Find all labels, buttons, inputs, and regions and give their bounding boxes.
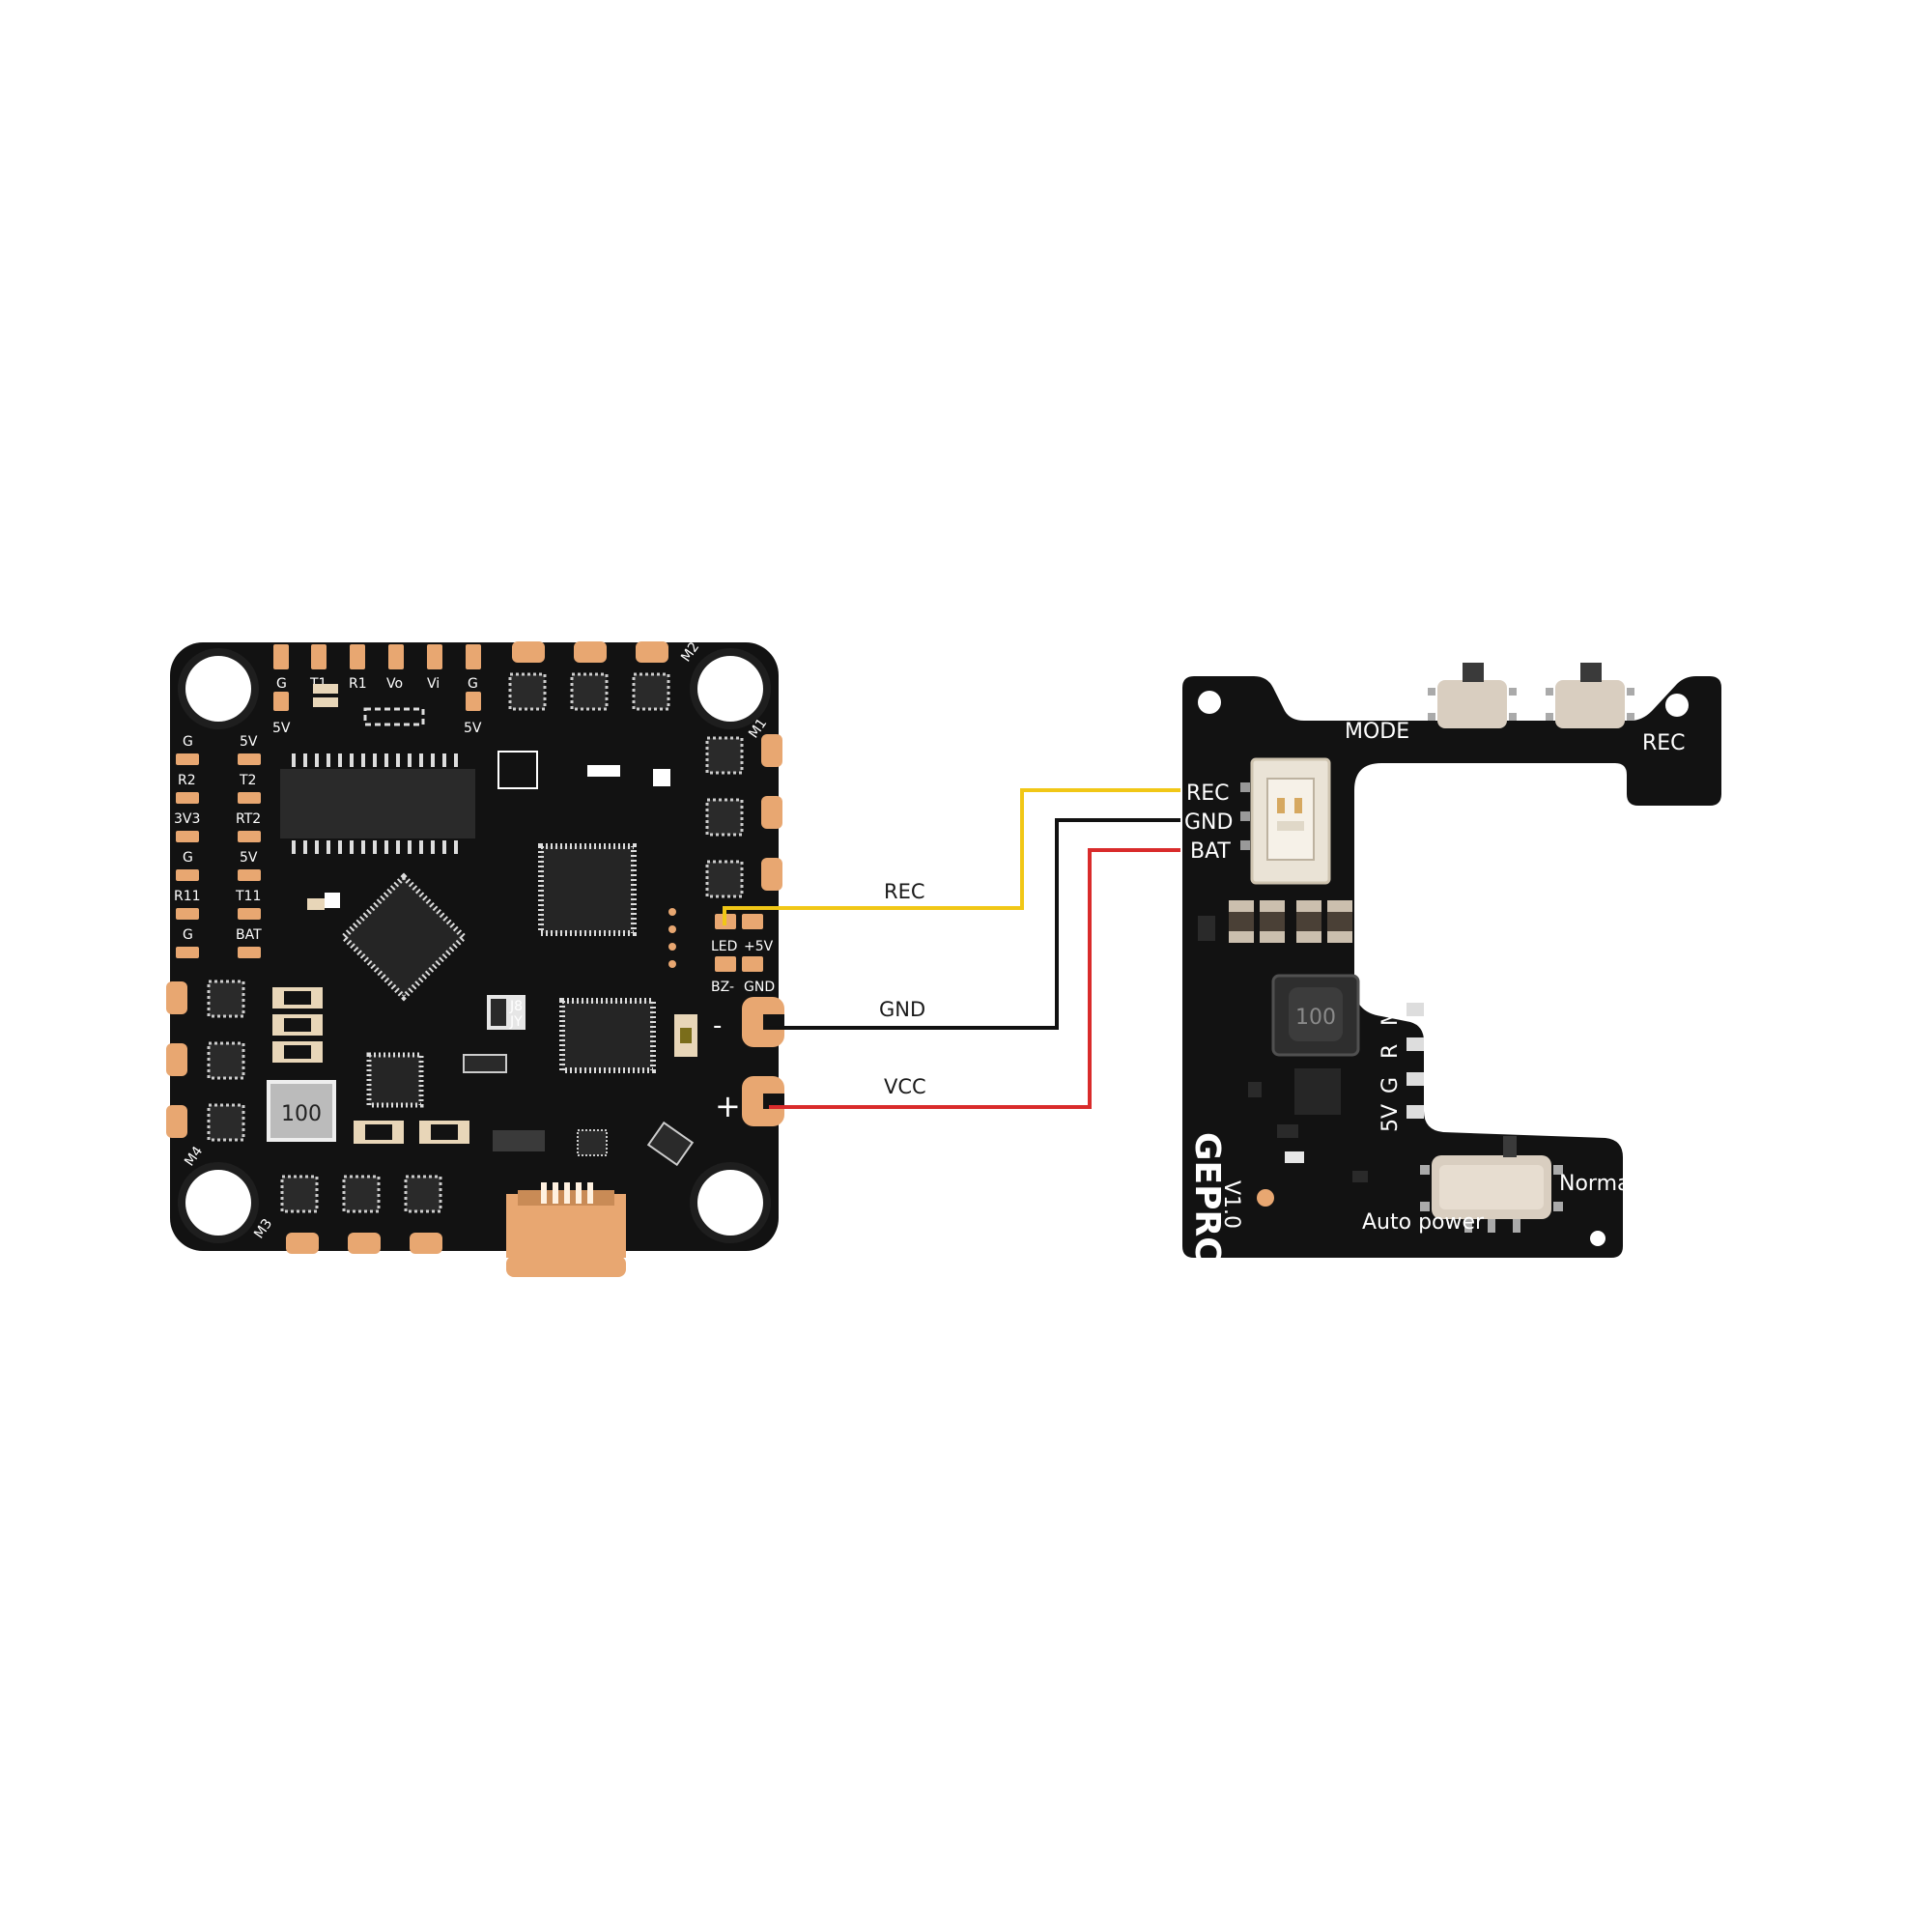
top-pads [273, 644, 481, 711]
mounting-holes [178, 648, 771, 1243]
pad-label-vi: Vi [427, 676, 440, 692]
output-pads [1406, 1003, 1424, 1119]
flight-controller-board: G T1 R1 Vo Vi G 5V 5V M1 M2 M3 [166, 639, 784, 1277]
switch-label-normal: Normal [1559, 1172, 1636, 1196]
fc-inductor-label: 100 [281, 1102, 322, 1126]
pin-label-r: R [1378, 1044, 1403, 1059]
conn-label-rec: REC [1186, 781, 1230, 806]
pin-label-m: M [1378, 1008, 1403, 1026]
switch-label-auto-power: Auto power [1362, 1210, 1485, 1235]
conn-label-bz: BZ- [711, 980, 734, 995]
right-label-5v1: 5V [240, 734, 258, 750]
left-label-r2: R2 [178, 773, 196, 788]
power-icon [1364, 690, 1387, 715]
wire-label-vcc: VCC [884, 1075, 926, 1098]
pad-label-r1: R1 [349, 676, 367, 692]
left-label-r11: R11 [174, 889, 201, 904]
left-label-3v3: 3V3 [174, 811, 200, 827]
pad-label-vo: Vo [386, 676, 403, 692]
conn-label-gnd: GND [1184, 810, 1233, 835]
wire-vcc [769, 848, 1180, 1109]
right-label-t11: T11 [235, 889, 261, 904]
capacitors [1198, 900, 1352, 943]
camera-control-board: MODE REC REC GND BAT 100 [1182, 663, 1721, 1263]
rec-button-label: REC [1642, 731, 1686, 755]
right-label-t2: T2 [239, 773, 256, 788]
pin-label-5v: 5V [1378, 1104, 1403, 1132]
board-inductor-label: 100 [1295, 1006, 1336, 1030]
pin-label-g: G [1378, 1077, 1403, 1094]
right-label-bat: BAT [236, 927, 262, 943]
plus-label: + [715, 1088, 741, 1124]
pad-label-5v-right: 5V [464, 721, 482, 736]
minus-label: - [713, 1011, 722, 1040]
wire-gnd [769, 818, 1180, 1030]
mode-label: MODE [1345, 720, 1409, 744]
wire-label-gnd: GND [879, 998, 925, 1021]
left-label-g3: G [183, 927, 193, 943]
wire-label-rec: REC [884, 880, 925, 903]
pad-label-g2: G [468, 676, 478, 692]
right-label-rt2: RT2 [236, 811, 261, 827]
wire-rec [723, 788, 1180, 925]
conn-label-led: LED [711, 939, 737, 954]
pad-label-g1: G [276, 676, 287, 692]
conn-label-5v: +5V [744, 939, 774, 954]
wires: REC GND VCC [723, 788, 1180, 1109]
chip-mark-jy: JY [509, 1014, 523, 1030]
brand-logo: GEPRC [1187, 1132, 1227, 1263]
motor-pads [166, 641, 782, 1254]
conn-label-bat: BAT [1190, 839, 1231, 864]
conn-label-gnd: GND [744, 980, 775, 995]
left-pad-labels: G R2 3V3 G R11 G [174, 734, 201, 943]
right-label-5v2: 5V [240, 850, 258, 866]
chip-mark-j8: J8 [509, 999, 523, 1014]
right-pad-labels: 5V T2 RT2 5V T11 BAT [235, 734, 262, 943]
pad-label-5v-left: 5V [272, 721, 291, 736]
left-label-g1: G [183, 734, 193, 750]
side-pads [176, 753, 261, 958]
left-label-g2: G [183, 850, 193, 866]
version-label: V1.0 [1219, 1180, 1243, 1229]
